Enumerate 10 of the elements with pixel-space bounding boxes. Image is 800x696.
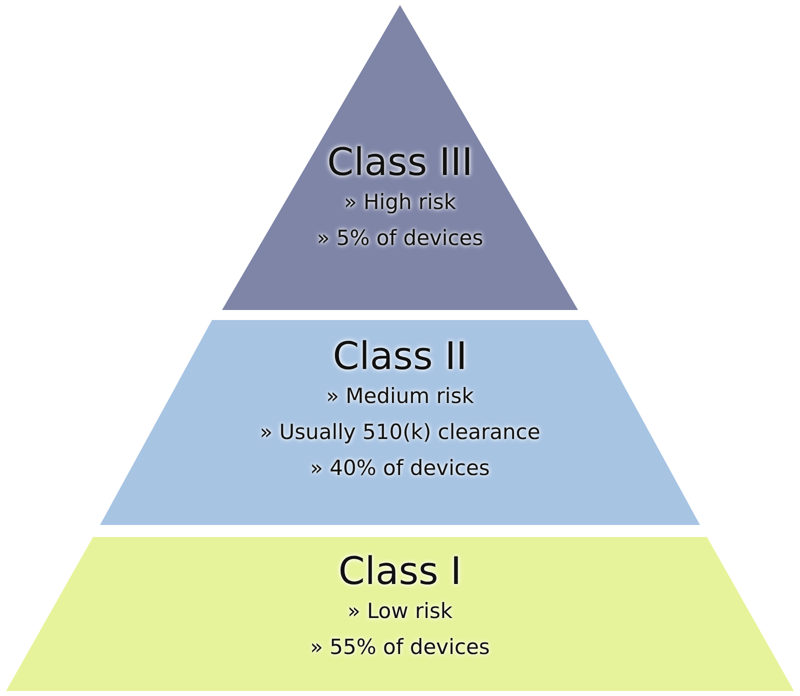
- tier-bullet: » 55% of devices: [310, 634, 490, 661]
- tier-bullet: » Medium risk: [326, 383, 474, 410]
- tier-bullet: » Usually 510(k) clearance: [260, 419, 540, 446]
- tier-heading: Class II: [332, 334, 468, 378]
- tier-bullet: » Low risk: [347, 598, 453, 625]
- tier-bullet: » High risk: [344, 189, 456, 216]
- tier-bullet: » 5% of devices: [316, 225, 484, 252]
- tier-bullet: » 40% of devices: [310, 455, 490, 482]
- tier-heading: Class III: [327, 140, 473, 184]
- tier-heading: Class I: [338, 549, 462, 593]
